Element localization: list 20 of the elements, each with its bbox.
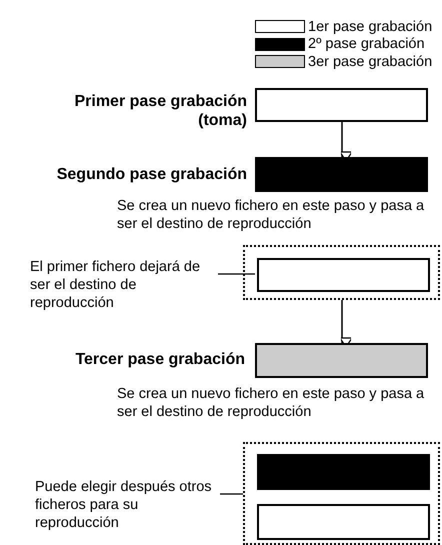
legend-label: 1er pase grabación [308, 18, 432, 36]
file-bar [255, 88, 428, 122]
file-bar [257, 454, 430, 490]
legend-label: 3er pase grabación [308, 52, 432, 70]
callout-text: Puede elegir después otros ficheros para su reproducción [35, 478, 220, 532]
step-heading: Tercer pase grabación [74, 350, 245, 369]
step-note: Se crea un nuevo fichero en este paso y pasa a ser el destino de reproducción [117, 385, 426, 421]
leader-line [218, 273, 255, 275]
file-bar [257, 504, 430, 540]
legend-label: 2º pase grabación [308, 35, 425, 53]
leader-line [220, 493, 243, 495]
file-bar [255, 157, 428, 192]
step-heading: Primer pase grabación (toma) [73, 92, 247, 130]
callout-text: El primer fichero dejará de ser el destino de reproducción [30, 258, 218, 312]
step-heading: Segundo pase grabación [56, 165, 247, 184]
file-bar [257, 258, 430, 292]
dotted-frame [243, 245, 440, 300]
dotted-frame [243, 442, 440, 545]
step-note: Se crea un nuevo fichero en este paso y pasa a ser el destino de reproducción [117, 197, 426, 233]
file-bar [255, 343, 428, 378]
